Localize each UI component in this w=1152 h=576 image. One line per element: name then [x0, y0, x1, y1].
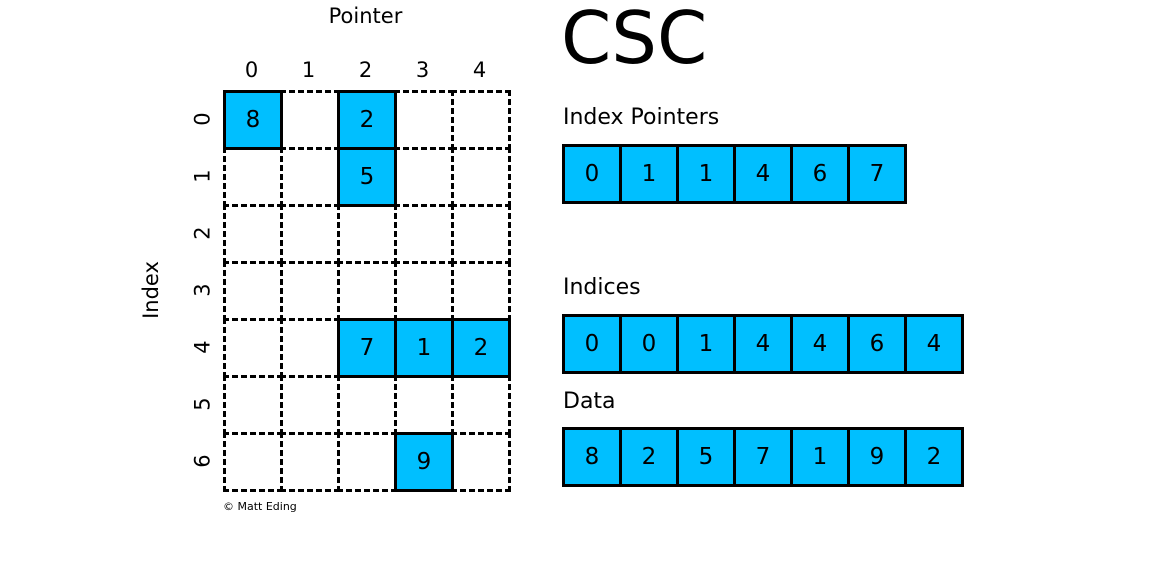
matrix-cell-empty-r5c1 — [280, 375, 340, 435]
matrix-cell-value-r0c0: 8 — [223, 90, 283, 150]
matrix-cell-value-r6c3: 9 — [394, 432, 454, 492]
array-cell-1-1: 0 — [619, 314, 679, 374]
row-header-text: 5 — [191, 396, 215, 411]
matrix-cell-empty-r0c3 — [394, 90, 454, 150]
row-header-3: 3 — [186, 261, 220, 318]
col-header-2: 2 — [358, 58, 373, 82]
matrix-cell-empty-r1c4 — [451, 147, 511, 207]
matrix-cell-empty-r0c1 — [280, 90, 340, 150]
matrix-cell-empty-r0c4 — [451, 90, 511, 150]
matrix-cell-empty-r3c1 — [280, 261, 340, 321]
row-header-5: 5 — [186, 375, 220, 432]
matrix-cell-empty-r4c1 — [280, 318, 340, 378]
matrix-cell-empty-r3c2 — [337, 261, 397, 321]
array-cell-2-5: 9 — [847, 427, 907, 487]
matrix-cell-empty-r4c0 — [223, 318, 283, 378]
col-header-1: 1 — [301, 58, 316, 82]
copyright: © Matt Eding — [223, 500, 297, 513]
matrix-cell-empty-r6c0 — [223, 432, 283, 492]
array-cell-2-2: 5 — [676, 427, 736, 487]
page-title: CSC — [561, 0, 708, 80]
row-header-2: 2 — [186, 204, 220, 261]
pointer-axis-label: Pointer — [328, 4, 403, 28]
matrix-cell-empty-r2c2 — [337, 204, 397, 264]
matrix-cell-value-r4c3: 1 — [394, 318, 454, 378]
matrix-cell-value-r1c2: 5 — [337, 147, 397, 207]
col-header-0: 0 — [244, 58, 259, 82]
row-header-text: 6 — [191, 453, 215, 468]
array-cell-0-0: 0 — [562, 144, 622, 204]
matrix-cell-empty-r6c2 — [337, 432, 397, 492]
matrix-cell-empty-r5c2 — [337, 375, 397, 435]
matrix-cell-value-r4c4: 2 — [451, 318, 511, 378]
row-header-text: 2 — [191, 225, 215, 240]
matrix-cell-empty-r3c0 — [223, 261, 283, 321]
col-header-3: 3 — [415, 58, 430, 82]
matrix-cell-empty-r5c3 — [394, 375, 454, 435]
matrix-cell-empty-r2c3 — [394, 204, 454, 264]
matrix-cell-empty-r5c0 — [223, 375, 283, 435]
matrix-cell-empty-r6c1 — [280, 432, 340, 492]
array-cell-1-3: 4 — [733, 314, 793, 374]
array-cell-0-2: 1 — [676, 144, 736, 204]
array-label-indices: Indices — [563, 275, 641, 300]
array-cell-1-0: 0 — [562, 314, 622, 374]
array-cell-2-4: 1 — [790, 427, 850, 487]
row-header-4: 4 — [186, 318, 220, 375]
matrix-cell-empty-r2c1 — [280, 204, 340, 264]
array-cell-2-1: 2 — [619, 427, 679, 487]
array-cell-1-2: 1 — [676, 314, 736, 374]
row-header-text: 0 — [191, 111, 215, 126]
index-axis-label: Index — [136, 90, 166, 489]
matrix-cell-empty-r3c4 — [451, 261, 511, 321]
array-cell-1-5: 6 — [847, 314, 907, 374]
index-axis-label-text: Index — [139, 260, 163, 319]
row-header-6: 6 — [186, 432, 220, 489]
row-header-1: 1 — [186, 147, 220, 204]
row-header-text: 3 — [191, 282, 215, 297]
matrix-cell-empty-r1c3 — [394, 147, 454, 207]
row-header-0: 0 — [186, 90, 220, 147]
matrix-cell-empty-r2c4 — [451, 204, 511, 264]
col-header-4: 4 — [472, 58, 487, 82]
array-cell-2-6: 2 — [904, 427, 964, 487]
row-header-text: 4 — [191, 339, 215, 354]
array-cell-2-0: 8 — [562, 427, 622, 487]
array-cell-0-4: 6 — [790, 144, 850, 204]
array-cell-0-1: 1 — [619, 144, 679, 204]
array-cell-0-3: 4 — [733, 144, 793, 204]
matrix-cell-empty-r2c0 — [223, 204, 283, 264]
matrix-cell-empty-r1c0 — [223, 147, 283, 207]
matrix-cell-empty-r6c4 — [451, 432, 511, 492]
matrix-cell-empty-r5c4 — [451, 375, 511, 435]
matrix-cell-empty-r1c1 — [280, 147, 340, 207]
array-cell-1-6: 4 — [904, 314, 964, 374]
matrix-cell-empty-r3c3 — [394, 261, 454, 321]
array-label-data: Data — [563, 389, 616, 414]
array-cell-0-5: 7 — [847, 144, 907, 204]
row-header-text: 1 — [191, 168, 215, 183]
array-cell-1-4: 4 — [790, 314, 850, 374]
array-label-index-pointers: Index Pointers — [563, 105, 720, 130]
matrix-cell-value-r4c2: 7 — [337, 318, 397, 378]
array-cell-2-3: 7 — [733, 427, 793, 487]
matrix-cell-value-r0c2: 2 — [337, 90, 397, 150]
